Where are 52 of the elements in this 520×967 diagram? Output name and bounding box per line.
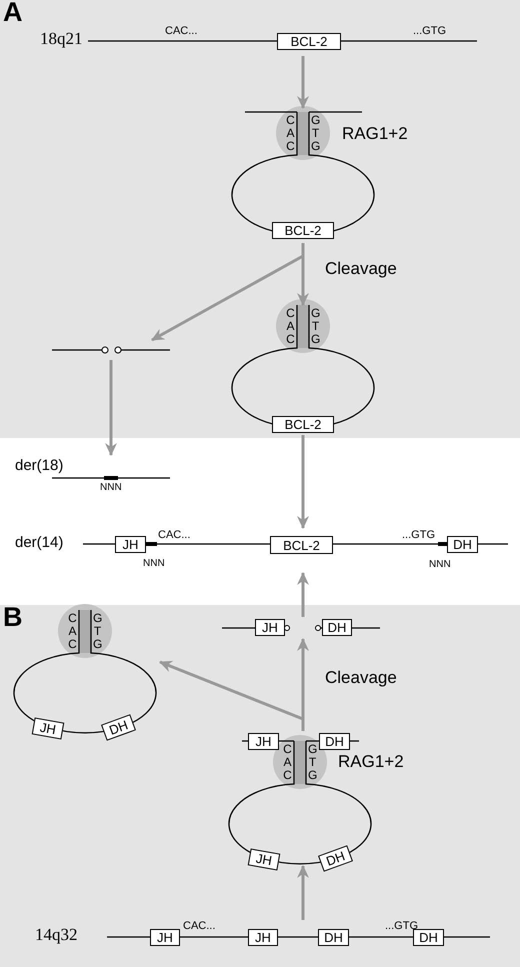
sequence-label: CAC... <box>158 529 190 542</box>
arrow <box>105 360 117 456</box>
gene-segment: DH <box>318 929 349 946</box>
sequence-letters: C A C <box>286 307 295 346</box>
sequence-label: ...GTG <box>402 529 435 542</box>
sequence-letters: G T G <box>93 612 102 651</box>
sequence-letters: G T G <box>311 114 320 153</box>
chromosome-label: der(14) <box>15 535 64 552</box>
sequence-letters: C A C <box>68 612 77 651</box>
gene-segment: JH <box>248 848 280 870</box>
arrow <box>159 660 304 731</box>
sequence-letters: G T G <box>308 743 317 782</box>
gene-segment: BCL-2 <box>272 222 334 239</box>
gene-segment: JH <box>150 929 180 946</box>
panel-letter: B <box>3 603 22 633</box>
sequence-label: NNN <box>429 559 451 570</box>
panel-letter: A <box>3 0 22 28</box>
sequence-label: NNN <box>100 482 122 493</box>
sequence-label: NNN <box>143 558 165 569</box>
locus-label: 18q21 <box>40 30 82 49</box>
arrow <box>297 56 309 109</box>
sequence-letters: G T G <box>311 307 320 346</box>
arrow <box>297 435 309 529</box>
panel <box>0 605 520 967</box>
sequence-letters: C A C <box>283 743 292 782</box>
edge-label: Cleavage <box>325 669 397 688</box>
enzyme-label: RAG1+2 <box>342 125 408 144</box>
sequence-label: ...GTG <box>413 25 446 38</box>
sequence-label: CAC... <box>165 25 198 38</box>
gene-segment: JH <box>255 619 285 636</box>
edge-label: Cleavage <box>325 260 397 279</box>
gene-segment: BCL-2 <box>272 416 334 433</box>
gene-segment: BCL-2 <box>270 536 333 554</box>
sequence-label: CAC... <box>183 920 216 932</box>
chromosome-label: der(18) <box>15 458 64 474</box>
gene-segment: JH <box>248 929 278 946</box>
arrow <box>297 865 309 920</box>
panel <box>0 0 520 438</box>
gene-segment: JH <box>32 718 64 740</box>
arrow <box>297 572 309 617</box>
gene-segment: BCL-2 <box>277 33 341 50</box>
gene-segment: DH <box>101 714 136 741</box>
gene-segment: DH <box>447 536 478 553</box>
locus-label: 14q32 <box>35 926 78 945</box>
gene-segment: DH <box>413 929 444 946</box>
gene-segment: DH <box>322 619 352 636</box>
gene-segment: JH <box>115 536 146 553</box>
gene-segment: JH <box>248 733 279 750</box>
gene-segment: DH <box>318 845 353 872</box>
enzyme-label: RAG1+2 <box>338 753 404 772</box>
gene-segment: DH <box>319 733 350 750</box>
sequence-letters: C A C <box>286 114 295 153</box>
